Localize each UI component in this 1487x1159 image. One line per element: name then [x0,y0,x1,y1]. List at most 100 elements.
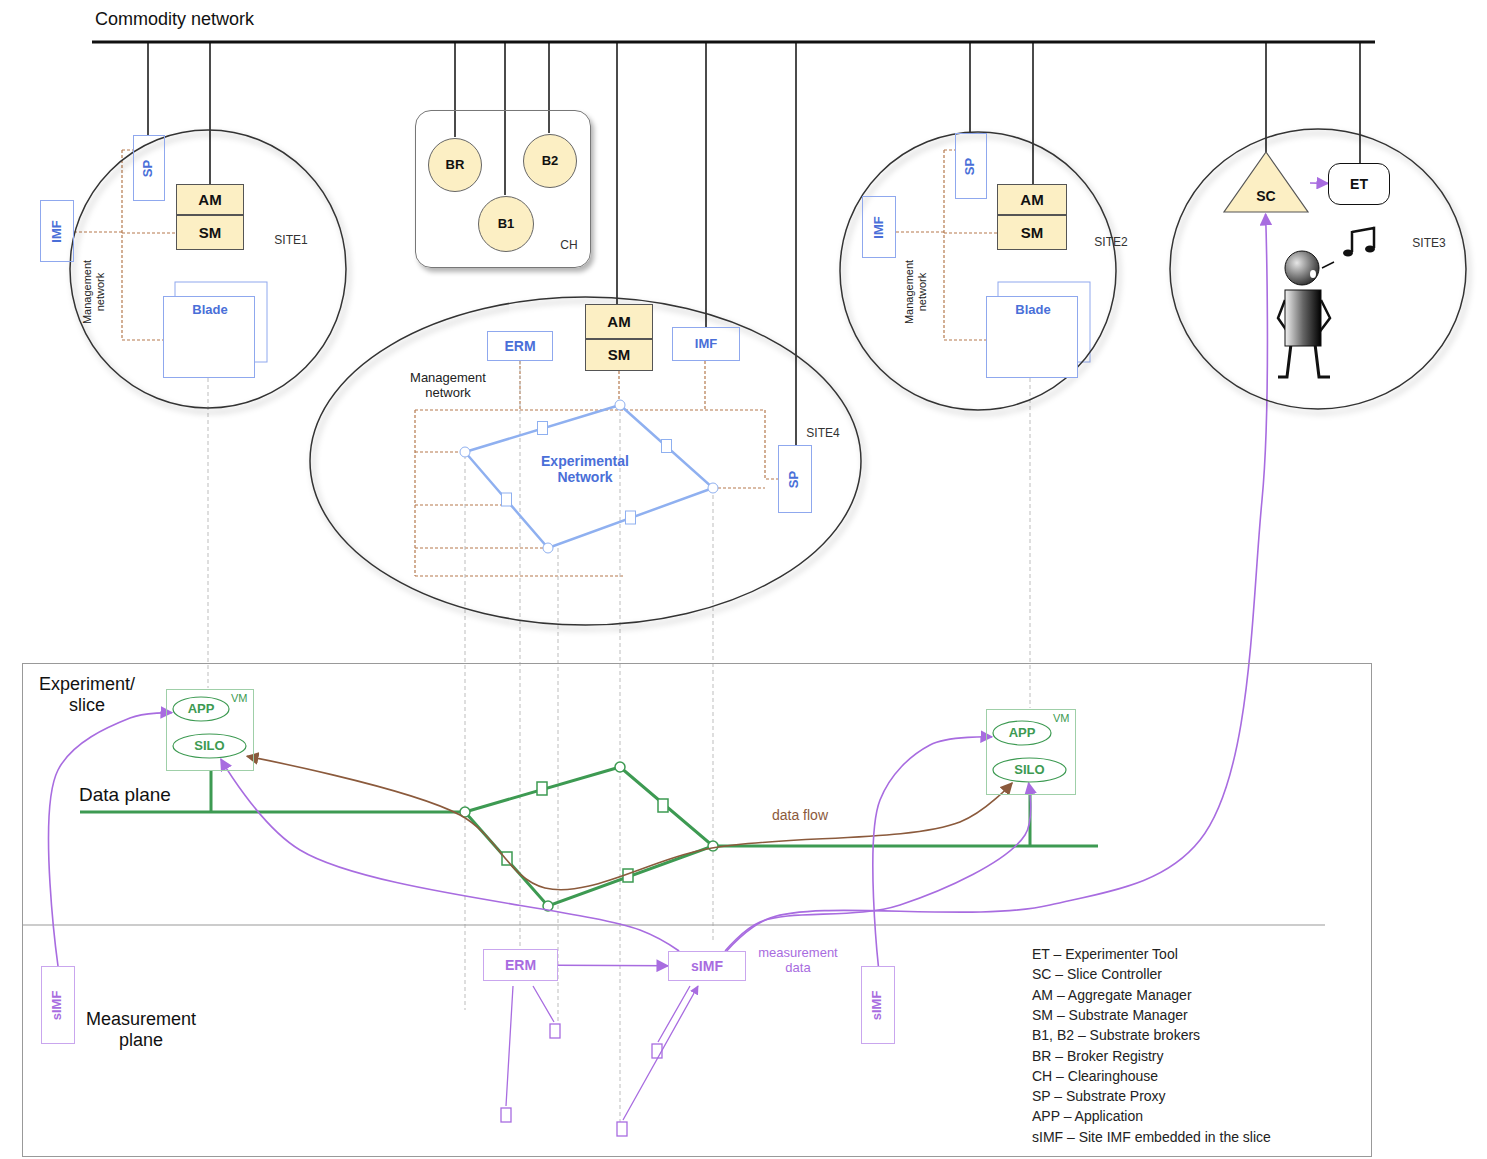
node-label: AM [198,191,221,208]
node-label: SC [1222,188,1310,204]
experimenter-figure [1278,228,1375,377]
legend-entry-slot: AM – Aggregate Manager [1032,987,1362,1003]
manager-box: SM [176,215,244,250]
text-slot: Experiment/ slice [27,674,147,715]
manager-box: AM [585,304,653,339]
node-label: APP [188,702,215,717]
node-label: VM [1053,712,1075,725]
network-label-slot: Commodity network [95,9,315,30]
text-slot: Measurement plane [71,1009,211,1050]
node-label: SP [142,159,157,176]
text-slot: CH [554,239,584,253]
clearinghouse-box: CH BR B2B1 [415,110,591,268]
outline [70,130,346,408]
imf-box: IMF [40,200,74,262]
simf-box: sIMF [668,951,746,981]
legend-entry-slot: SM – Substrate Manager [1032,1007,1362,1023]
measurement-arrow [49,713,172,966]
node-label: AM [607,313,630,330]
measurement-probes [501,986,698,1136]
experimenter-figure-part [1322,262,1334,268]
node-label: APP [1009,726,1036,741]
node-label: CH [554,239,584,253]
proxy-box: SP [955,133,987,199]
plane-divider [22,925,1325,926]
commodity-bus-part [92,41,1375,44]
text-slot: VM [1053,712,1075,725]
node-label: Experimental Network [520,453,650,485]
experimenter-figure-part [1310,270,1316,278]
outline [840,132,1116,410]
outline [1170,129,1466,409]
legend-entry-slot: sIMF – Site IMF embedded in the slice [1032,1129,1362,1145]
measurement-arrow [221,759,679,951]
network-label: Management network [81,252,106,332]
network-label-slot: Management network [903,252,928,332]
node-label: Experiment/ slice [27,674,147,715]
node-label: IMF [695,337,717,352]
measurement-arrow [727,214,1268,951]
experimenter-figure-part [1285,251,1319,285]
manager-box: SM [997,215,1067,250]
measurement-arrow [873,737,992,966]
imf-box: IMF [672,327,740,361]
network-label-slot: Management network [398,371,498,401]
node-label: SM [199,224,222,241]
slice-panel: Experiment/ sliceData planeMeasurement p… [22,663,1372,1157]
legend-entry: CH – Clearinghouse [1032,1068,1362,1084]
broker-circle: BR [428,138,482,192]
legend-entry: SP – Substrate Proxy [1032,1088,1362,1104]
node-label: sIMF [871,990,886,1020]
node-label: VM [231,692,253,705]
legend-entry-slot: CH – Clearinghouse [1032,1068,1362,1084]
experimenter-figure-part [1352,228,1374,252]
legend-entry: BR – Broker Registry [1032,1048,1362,1064]
node-label: Data plane [79,784,219,806]
management-wires [74,150,997,576]
measurement-probes-part [506,986,698,1120]
flow-label-slot: measurement data [752,946,844,976]
node-label: SITE1 [266,234,316,248]
controller-triangle: SC [1222,150,1310,214]
measurement-probes-part [550,1024,560,1038]
legend-entry-slot: SC – Slice Controller [1032,966,1362,982]
switch [538,422,548,435]
legend-entry: sIMF – Site IMF embedded in the slice [1032,1129,1362,1145]
erm-box: ERM [487,331,553,361]
flow-label: measurement data [752,946,844,976]
legend-entry: AM – Aggregate Manager [1032,987,1362,1003]
blade-box: Blade [163,296,255,378]
blade-box: Blade [986,296,1078,378]
erm-box: ERM [483,949,558,981]
node-label: B2 [542,154,559,169]
measurement-arrow [1310,182,1328,184]
node-label: sIMF [691,958,723,974]
manager-box: AM [997,184,1067,215]
proxy-box: SP [133,135,165,201]
node-label: BR [446,158,465,173]
router [460,447,470,457]
legend-entry-slot: SP – Substrate Proxy [1032,1088,1362,1104]
data-plane-switches-part [708,841,718,851]
data-flow-arrow [247,756,1012,889]
node-label: SILO [1014,763,1044,778]
data-plane-switches-part [658,799,668,812]
proxy-box: SP [778,445,812,513]
controller-triangle-outline [1222,150,1310,214]
site-circle-outline [1168,127,1468,411]
switch [626,511,636,524]
network-label: Management network [903,252,928,332]
data-plane-part [80,770,1098,846]
node-label: SILO [194,739,224,754]
text-slot: SITE4 [798,427,848,441]
broker-circle: B1 [478,196,534,252]
measurement-probes-part [617,1122,627,1136]
legend-entry: SM – Substrate Manager [1032,1007,1362,1023]
outline [310,297,861,625]
site-circle: SITE3SCET [1168,127,1468,411]
slice-guide-lines-part [208,361,1030,1122]
experimenter-figure-part [1278,344,1330,377]
plane-divider-part [22,925,1325,926]
outline [993,721,1051,745]
